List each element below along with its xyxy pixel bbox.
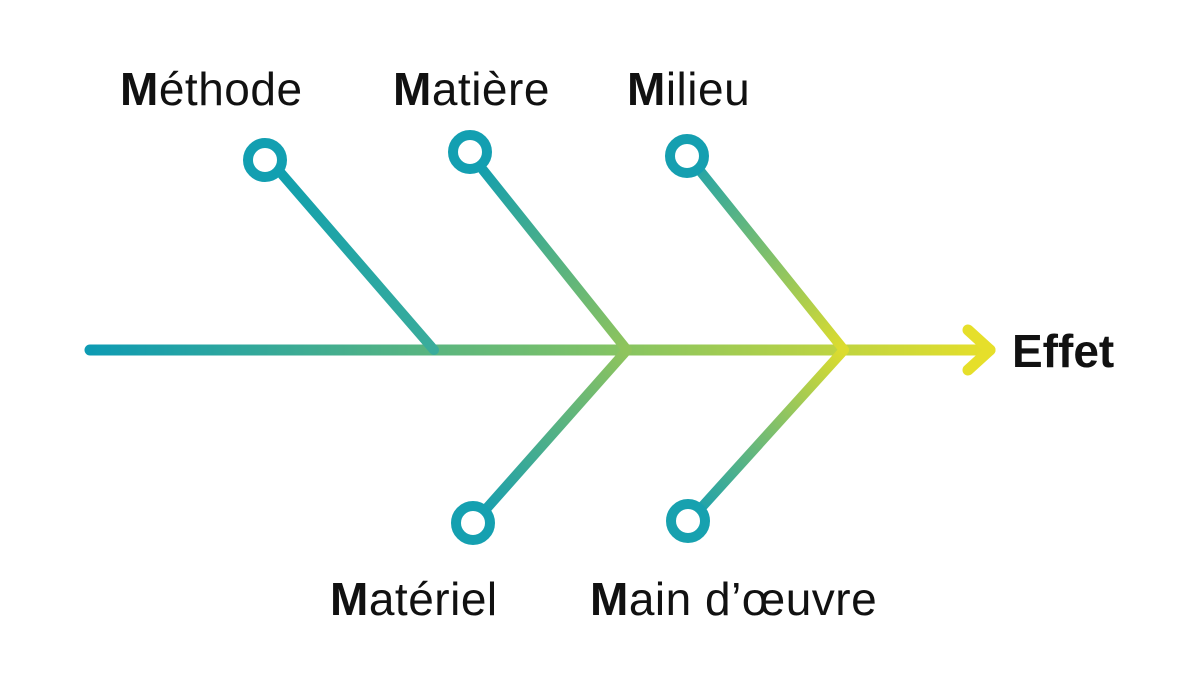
label-milieu-rest: ilieu: [665, 63, 751, 115]
label-methode-rest: éthode: [158, 63, 303, 115]
label-main-doeuvre: Main d’œuvre: [590, 576, 877, 622]
label-milieu: Milieu: [627, 66, 750, 112]
node-milieu: [665, 134, 709, 178]
label-methode: Méthode: [120, 66, 303, 112]
bone-milieu: [696, 167, 849, 355]
label-matiere-rest: atière: [431, 63, 550, 115]
label-materiel: Matériel: [330, 576, 498, 622]
label-main-doeuvre-initial: M: [590, 573, 629, 625]
label-methode-initial: M: [120, 63, 159, 115]
label-matiere: Matière: [393, 66, 550, 112]
label-materiel-initial: M: [330, 573, 369, 625]
bone-matiere: [478, 165, 632, 355]
label-main-doeuvre-rest: ain d’œuvre: [628, 573, 878, 625]
effect-label: Effet: [1012, 325, 1115, 377]
node-main-doeuvre: [666, 499, 710, 543]
node-methode: [243, 138, 287, 182]
node-matiere: [448, 130, 492, 174]
label-matiere-initial: M: [393, 63, 432, 115]
arrow-head-icon: [962, 324, 996, 376]
bone-methode: [275, 167, 439, 355]
label-materiel-rest: atériel: [368, 573, 498, 625]
bone-materiel: [482, 345, 632, 513]
bone-main-doeuvre: [696, 345, 849, 513]
label-milieu-initial: M: [627, 63, 666, 115]
node-materiel: [451, 501, 495, 545]
